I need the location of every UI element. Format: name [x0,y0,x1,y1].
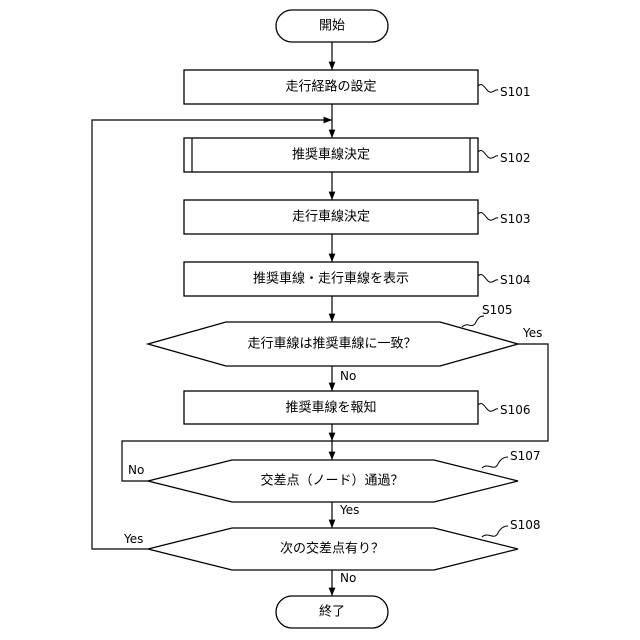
step-s104: 推奨車線・走行車線を表示 S104 [184,262,531,296]
decision-s107-id: S107 [510,449,541,463]
step-s101-id: S101 [500,85,531,99]
decision-s107: 交差点（ノード）通過？ S107 No Yes [128,449,541,517]
decision-s105: 走行車線は推奨車線に一致？ S105 Yes No [148,303,542,383]
step-s103: 走行車線決定 S103 [184,200,531,234]
branch-s107-no: No [128,463,144,477]
decision-s105-id: S105 [482,303,513,317]
connectors [92,42,548,596]
step-s103-leader [478,212,498,220]
end-label: 終了 [319,604,345,620]
decision-s105-leader [462,316,484,327]
branch-s107-yes: Yes [339,503,359,517]
step-s102: 推奨車線決定 S102 [184,138,531,172]
step-s101-label: 走行経路の設定 [285,79,376,95]
decision-s105-label: 走行車線は推奨車線に一致？ [247,336,416,352]
step-s101: 走行経路の設定 S101 [184,70,531,104]
decision-s108-label: 次の交差点有り？ [280,541,384,557]
step-s104-leader [478,274,498,282]
step-s101-leader [478,84,498,92]
decision-s108-leader [482,526,508,537]
step-s103-id: S103 [500,212,531,226]
branch-s108-no: No [340,571,356,585]
step-s102-id: S102 [500,151,531,165]
start-terminal: 開始 [276,10,388,42]
decision-s107-leader [482,457,508,468]
step-s106-id: S106 [500,403,531,417]
branch-s105-yes: Yes [522,326,542,340]
step-s102-label: 推奨車線決定 [292,147,370,163]
branch-s108-yes: Yes [123,532,143,546]
branch-s105-no: No [340,369,356,383]
start-label: 開始 [319,19,345,34]
decision-s108-id: S108 [510,518,541,532]
step-s103-label: 走行車線決定 [292,209,370,225]
end-terminal: 終了 [276,596,388,628]
step-s102-leader [478,150,498,158]
step-s106: 推奨車線を報知 S106 [184,391,531,424]
step-s106-leader [478,403,498,411]
step-s104-id: S104 [500,273,531,287]
step-s104-label: 推奨車線・走行車線を表示 [253,271,409,287]
decision-s107-label: 交差点（ノード）通過？ [260,473,403,489]
step-s106-label: 推奨車線を報知 [285,400,376,416]
